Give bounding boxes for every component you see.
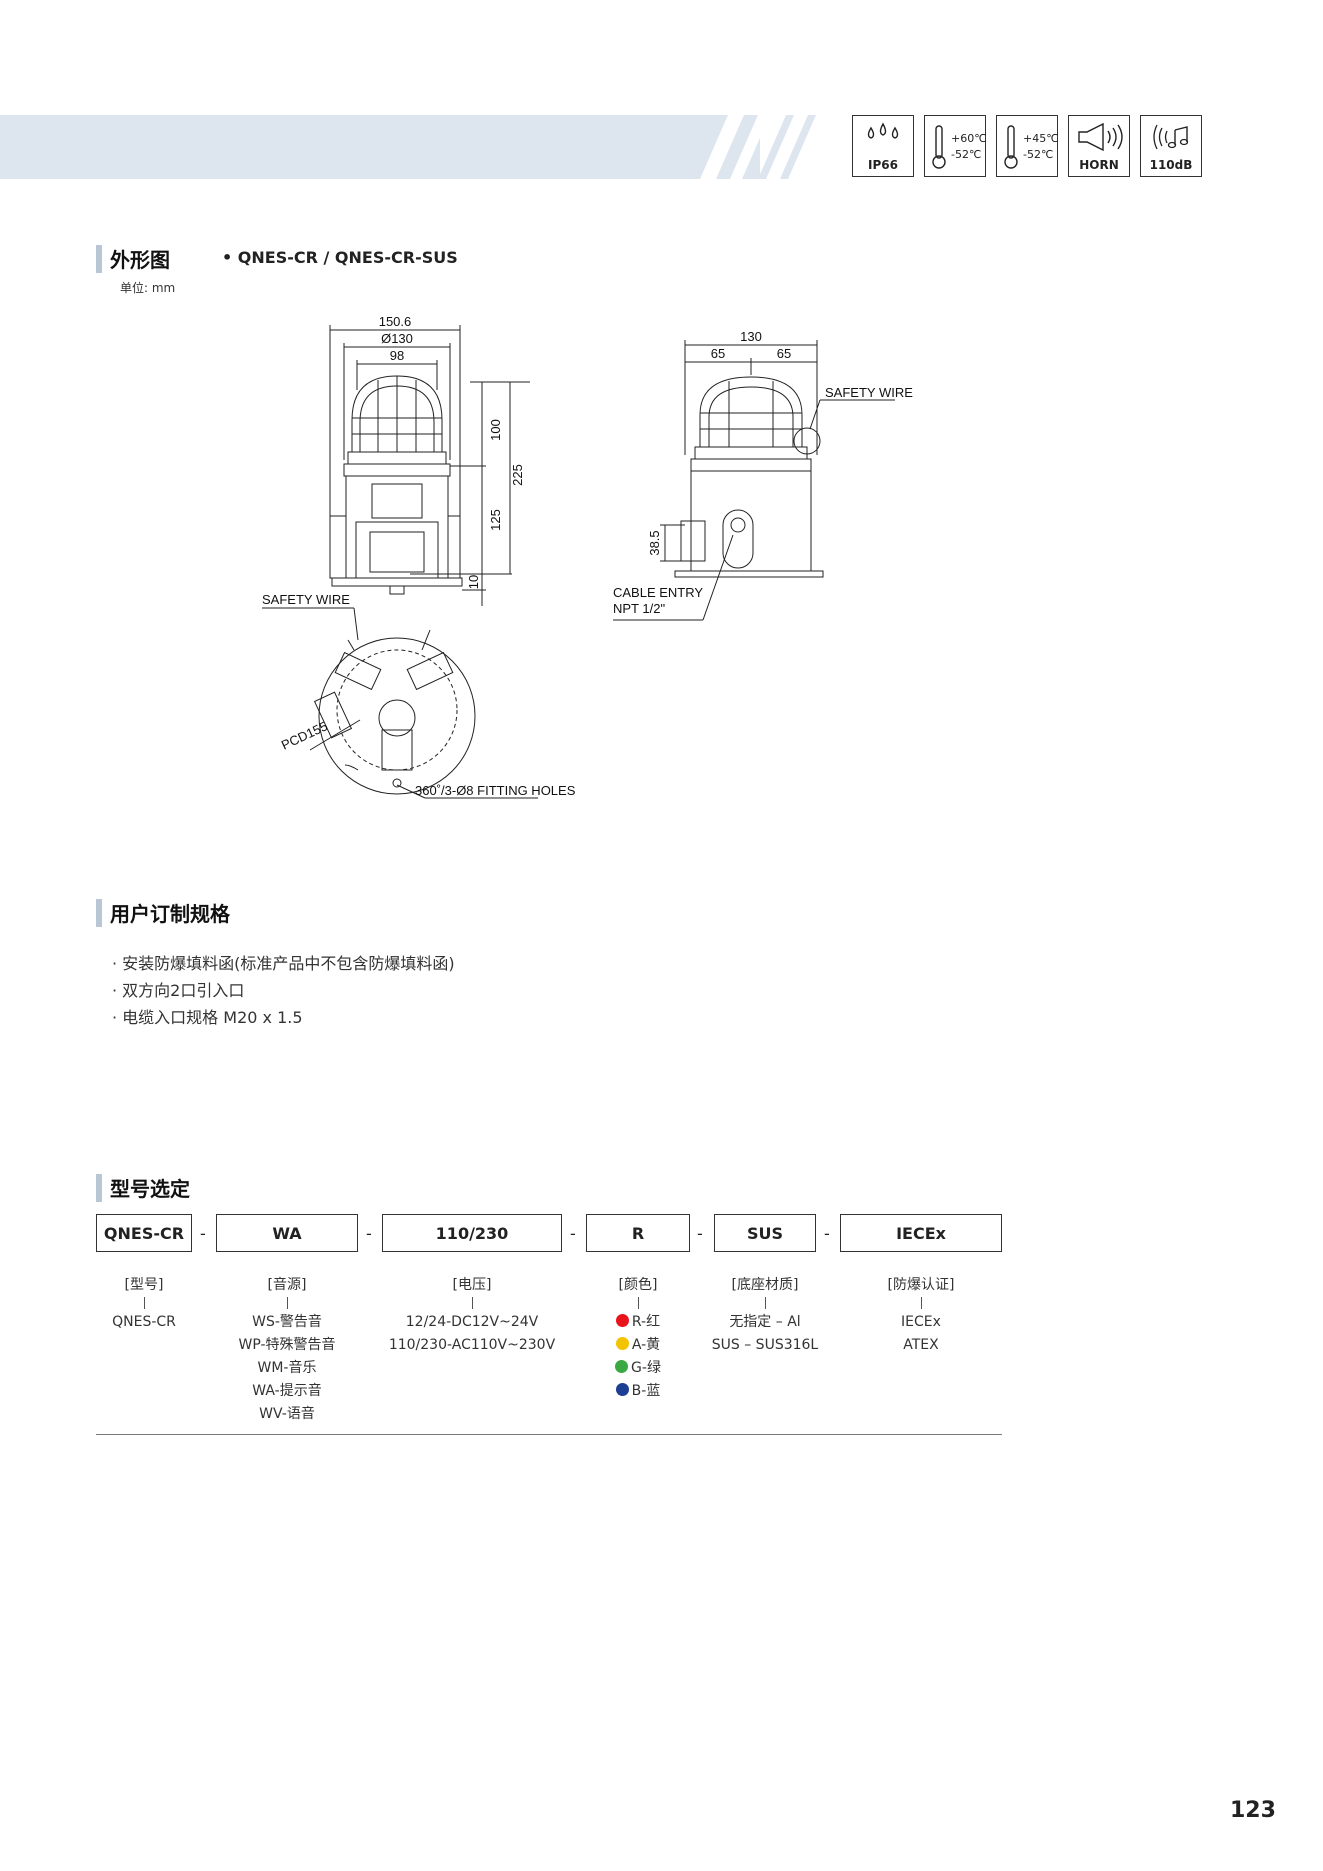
dim-100: 100: [488, 419, 503, 441]
dim-10: 10: [466, 575, 481, 589]
column-value: WA-提示音: [252, 1383, 322, 1399]
ip66-badge: IP66: [852, 115, 914, 177]
model-box-color: R: [586, 1214, 690, 1252]
temp-min: -52℃: [951, 148, 982, 161]
column-header: [型号]: [124, 1277, 164, 1293]
red-dot-icon: [615, 1314, 629, 1327]
model-selection-heading: 型号选定: [96, 1173, 190, 1202]
dim-130: 130: [740, 329, 762, 344]
feature-badges: IP66 +60℃ -52℃ +45℃ -52℃ HORN: [852, 115, 1202, 179]
separator-dash: -: [570, 1224, 576, 1243]
section-title: 外形图: [110, 248, 170, 272]
unit-label: 单位: mm: [120, 281, 176, 295]
fitting-holes-label: 360˚/3-Ø8 FITTING HOLES: [415, 783, 576, 798]
column-value: 110/230-AC110V~230V: [388, 1337, 556, 1353]
column-value: QNES-CR: [112, 1314, 176, 1330]
temp-badge-60: +60℃ -52℃: [924, 115, 987, 177]
badge-label: 110dB: [1149, 158, 1193, 172]
custom-spec-heading: 用户订制规格: [96, 898, 230, 927]
column-value: 无指定 – Al: [729, 1314, 801, 1330]
column-sound: [音源] WS-警告音 WP-特殊警告音 WM-音乐 WA-提示音 WV-语音: [216, 1274, 358, 1426]
section-title: 型号选定: [110, 1177, 190, 1201]
column-voltage: [电压] 12/24-DC12V~24V 110/230-AC110V~230V: [382, 1274, 562, 1357]
cable-entry-label: CABLE ENTRY: [613, 585, 703, 600]
column-base: [底座材质] 无指定 – Al SUS – SUS316L: [700, 1274, 830, 1357]
column-value: SUS – SUS316L: [711, 1337, 819, 1353]
dim-65-left: 65: [711, 346, 725, 361]
column-value: WP-特殊警告音: [238, 1337, 336, 1353]
badge-label: HORN: [1079, 158, 1119, 172]
banner-stripes: [700, 115, 816, 179]
dim-65-right: 65: [777, 346, 791, 361]
thermometer-icon: [932, 125, 946, 169]
db-badge: 110dB: [1140, 115, 1202, 177]
list-item: 电缆入口规格 M20 x 1.5: [112, 1004, 455, 1031]
yellow-dot-icon: [615, 1337, 629, 1350]
green-dot-icon: [615, 1360, 629, 1373]
pcd-label: PCD155: [279, 718, 330, 752]
dimensions-heading: 外形图: [96, 244, 170, 273]
sound-note-icon: [1153, 124, 1189, 150]
column-header: [颜色]: [618, 1277, 658, 1293]
column-header: [底座材质]: [731, 1277, 799, 1293]
column-value: ATEX: [903, 1337, 939, 1353]
column-color: [颜色] R-红 A-黄 G-绿 B-蓝: [586, 1274, 690, 1403]
dim-98: 98: [390, 348, 404, 363]
temp-max: +45℃: [1023, 132, 1059, 145]
model-box-sound: WA: [216, 1214, 358, 1252]
cable-entry-npt: NPT 1/2": [613, 601, 665, 616]
model-box-voltage: 110/230: [382, 1214, 562, 1252]
badge-label: IP66: [868, 158, 898, 172]
separator-dash: -: [200, 1224, 206, 1243]
color-option-blue: B-蓝: [586, 1380, 690, 1403]
divider: [96, 1434, 1002, 1435]
temp-badge-45: +45℃ -52℃: [996, 115, 1059, 177]
column-series: [型号] QNES-CR: [96, 1274, 192, 1334]
thermometer-icon: [1004, 125, 1018, 169]
temp-min: -52℃: [1023, 148, 1054, 161]
color-option-red: R-红: [586, 1311, 690, 1334]
column-header: [防爆认证]: [887, 1277, 955, 1293]
safety-wire-label: SAFETY WIRE: [262, 592, 350, 607]
dim-125: 125: [488, 509, 503, 531]
horn-badge: HORN: [1068, 115, 1130, 177]
separator-dash: -: [824, 1224, 830, 1243]
dim-d130: Ø130: [381, 331, 413, 346]
separator-dash: -: [697, 1224, 703, 1243]
blue-dot-icon: [615, 1383, 629, 1396]
list-item: 双方向2口引入口: [112, 977, 455, 1004]
front-view-drawing: 150.6 Ø130 98 100 225 125 10 SAFETY WIRE…: [262, 314, 576, 799]
section-title: 用户订制规格: [110, 902, 230, 926]
page-number: 123: [1230, 1798, 1276, 1823]
dim-38-5: 38.5: [647, 530, 662, 555]
column-value: WS-警告音: [252, 1314, 322, 1330]
model-title: • QNES-CR / QNES-CR-SUS: [222, 248, 458, 267]
model-box-cert: IECEx: [840, 1214, 1002, 1252]
dim-225: 225: [510, 464, 525, 486]
dim-150-6: 150.6: [379, 314, 412, 329]
model-box-base: SUS: [714, 1214, 816, 1252]
temp-max: +60℃: [951, 132, 987, 145]
column-value: WM-音乐: [257, 1360, 317, 1376]
column-header: [音源]: [267, 1277, 307, 1293]
column-value: WV-语音: [259, 1406, 315, 1422]
column-header: [电压]: [452, 1277, 492, 1293]
header-banner: [0, 115, 760, 179]
water-drops-icon: [867, 122, 899, 139]
list-item: 安装防爆填料函(标准产品中不包含防爆填料函): [112, 950, 455, 977]
horn-icon: [1078, 122, 1123, 152]
custom-spec-list: 安装防爆填料函(标准产品中不包含防爆填料函) 双方向2口引入口 电缆入口规格 M…: [112, 950, 455, 1031]
model-box-series: QNES-CR: [96, 1214, 192, 1252]
safety-wire-label: SAFETY WIRE: [825, 385, 913, 400]
separator-dash: -: [366, 1224, 372, 1243]
color-option-yellow: A-黄: [586, 1334, 690, 1357]
column-cert: [防爆认证] IECEx ATEX: [860, 1274, 982, 1357]
side-view-drawing: 130 65 65 SAFETY WIRE 38.5 CABLE ENTRY N…: [613, 329, 913, 621]
color-option-green: G-绿: [586, 1357, 690, 1380]
column-value: IECEx: [901, 1314, 941, 1330]
column-value: 12/24-DC12V~24V: [405, 1314, 539, 1330]
